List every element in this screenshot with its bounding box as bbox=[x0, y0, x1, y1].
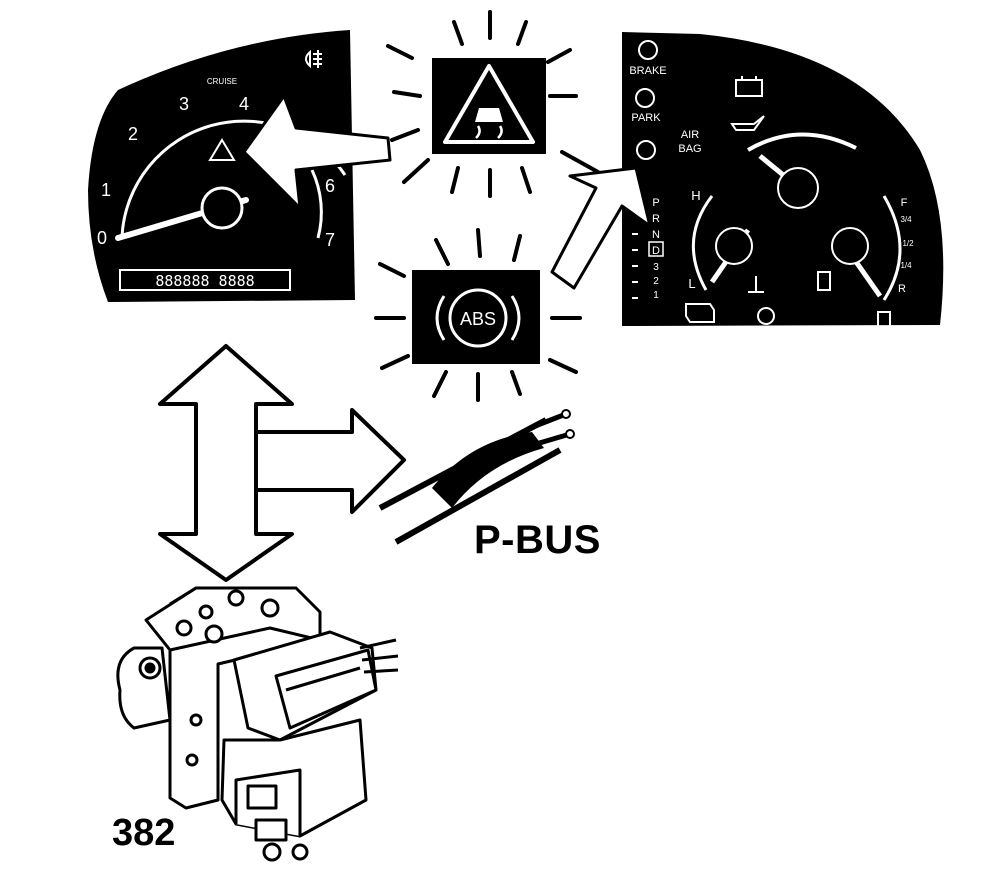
speedo-tick-2: 2 bbox=[128, 124, 138, 144]
fuel-f-label: F bbox=[901, 197, 908, 209]
temp-gauge-hub bbox=[715, 227, 753, 265]
fuel-gauge-hub bbox=[831, 227, 869, 265]
park-label: PARK bbox=[631, 112, 661, 124]
brake-label: BRAKE bbox=[629, 65, 666, 77]
cruise-label: CRUISE bbox=[207, 77, 237, 86]
gauge-cluster: BRAKE PARK AIR BAG P R N D 3 2 1 bbox=[622, 32, 944, 329]
gear-1: 1 bbox=[653, 290, 659, 301]
fog-light-icon bbox=[305, 49, 322, 69]
abs-control-unit bbox=[116, 586, 399, 862]
fuel-door-icon bbox=[877, 311, 891, 329]
airbag-label-line1: AIR bbox=[681, 129, 699, 141]
airbag-label-line2: BAG bbox=[678, 143, 701, 155]
fuel-pump-icon bbox=[817, 271, 831, 291]
gear-2: 2 bbox=[653, 276, 659, 287]
coolant-icon bbox=[748, 276, 764, 293]
speedo-traction-icon bbox=[208, 138, 236, 161]
speedometer-hub bbox=[200, 186, 244, 230]
arrow-to-speedometer bbox=[242, 94, 392, 210]
odometer-display bbox=[119, 269, 291, 291]
speedometer-housing bbox=[88, 30, 355, 302]
p-bus-label: P-BUS bbox=[474, 518, 601, 562]
speedo-tick-7: 7 bbox=[325, 230, 335, 250]
temp-low-label: L bbox=[688, 276, 695, 291]
battery-icon bbox=[735, 76, 763, 97]
gear-d: D bbox=[652, 245, 660, 257]
abs-lamp-text: ABS bbox=[460, 309, 496, 329]
bus-arrow-vertical bbox=[158, 344, 294, 582]
fuel-half-label: 1/2 bbox=[902, 239, 914, 248]
abs-warning-lamp: ABS bbox=[374, 228, 582, 402]
speedo-tick-3: 3 bbox=[179, 94, 189, 114]
gear-r: R bbox=[652, 213, 660, 225]
gear-d-box bbox=[648, 241, 664, 257]
speedo-tick-0: 0 bbox=[97, 228, 107, 248]
odometer-readout: 888888 8888 bbox=[155, 272, 254, 290]
p-bus-cable bbox=[378, 409, 575, 545]
speedometer-cluster: 888888 8888 CRUISE 0 1 2 3 4 6 7 bbox=[88, 30, 355, 302]
fuel-3q-label: 3/4 bbox=[900, 215, 912, 224]
speedo-tick-1: 1 bbox=[101, 180, 111, 200]
speedo-tick-4: 4 bbox=[239, 94, 249, 114]
service-icon bbox=[757, 307, 775, 325]
oil-can-icon bbox=[730, 115, 765, 131]
park-lamp bbox=[635, 88, 655, 108]
fuel-1q-label: 1/4 bbox=[900, 261, 912, 270]
traction-control-warning-icon bbox=[443, 64, 535, 144]
part-number-label: 382 bbox=[112, 812, 176, 854]
seatbelt-lamp bbox=[636, 140, 656, 160]
speedo-tick-6: 6 bbox=[325, 176, 335, 196]
abs-warning-icon: ABS bbox=[435, 288, 521, 348]
gear-n: N bbox=[652, 229, 660, 241]
gear-3: 3 bbox=[653, 262, 659, 273]
arrow-to-gauge-cluster bbox=[550, 166, 652, 290]
bus-arrow-horizontal bbox=[254, 408, 406, 514]
gear-p: P bbox=[652, 197, 659, 209]
brake-lamp bbox=[638, 40, 658, 60]
temp-high-label: H bbox=[691, 188, 700, 203]
check-engine-icon bbox=[685, 303, 715, 323]
fuel-r-label: R bbox=[898, 283, 906, 295]
top-gauge-hub bbox=[777, 167, 819, 209]
traction-control-warning-lamp bbox=[386, 10, 578, 198]
